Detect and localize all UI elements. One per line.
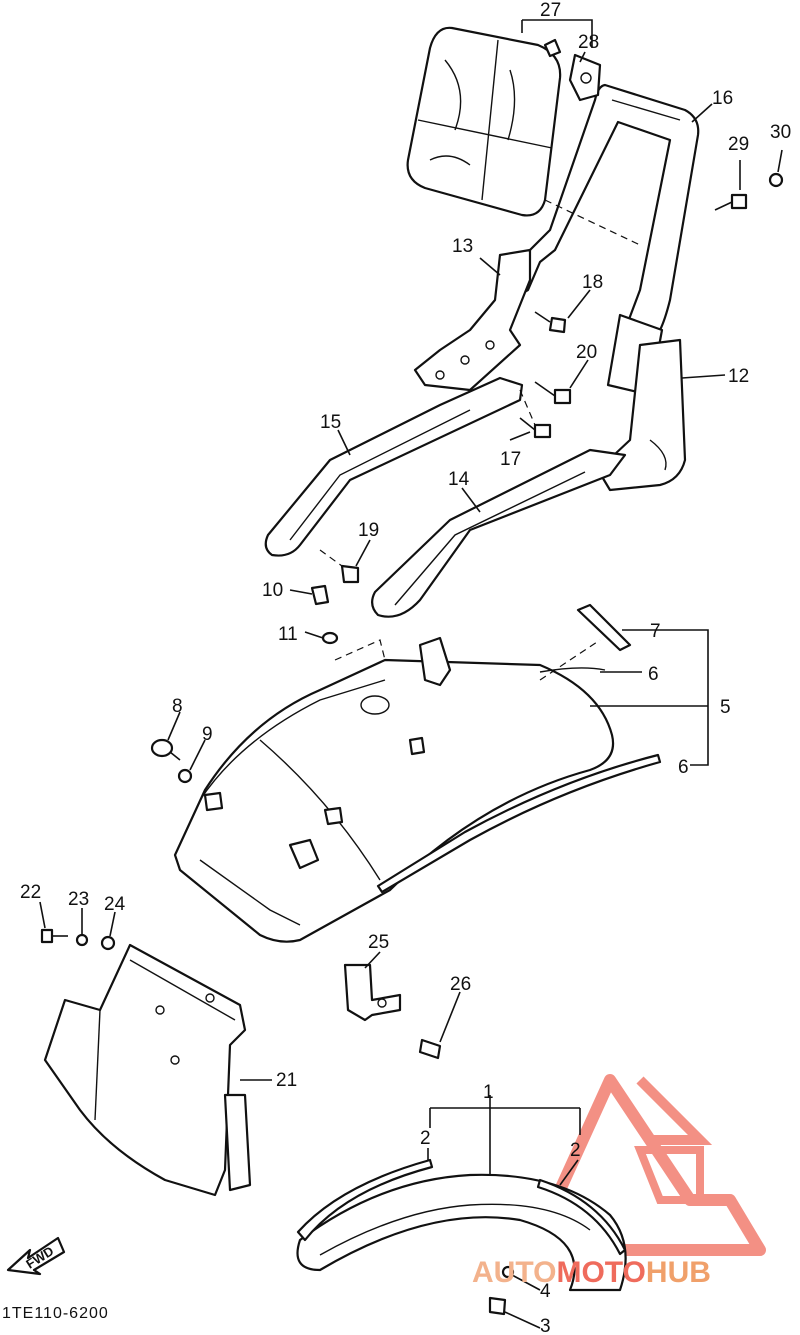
bolt-4 xyxy=(501,1265,515,1279)
callout-15: 15 xyxy=(320,412,341,433)
callout-6b: 6 xyxy=(678,757,689,778)
fender-stay xyxy=(418,636,452,687)
leader-lines xyxy=(39,19,783,1329)
front-fender-trim-right xyxy=(536,1178,627,1256)
bracket-25 xyxy=(343,963,402,1022)
fastener-30 xyxy=(768,172,784,188)
watermark-text: AUTOMOTOHUB xyxy=(472,1256,711,1289)
callout-6a: 6 xyxy=(648,664,659,685)
fastener-10 xyxy=(310,584,330,606)
fastener-23 xyxy=(75,933,89,947)
grab-bar-left xyxy=(264,376,524,557)
backrest-pad xyxy=(406,26,562,217)
callout-10: 10 xyxy=(262,580,283,601)
callout-24: 24 xyxy=(104,894,126,915)
fastener-9 xyxy=(177,768,193,784)
front-fender xyxy=(296,1173,627,1292)
callout-28: 28 xyxy=(578,32,599,53)
callout-2b: 2 xyxy=(570,1140,581,1161)
callout-12: 12 xyxy=(728,366,749,387)
drawing-code: 1TE110-6200 xyxy=(2,1305,109,1322)
callout-14: 14 xyxy=(448,469,470,490)
callout-8: 8 xyxy=(172,696,183,717)
inner-fender xyxy=(43,943,252,1197)
fastener-19 xyxy=(340,564,360,584)
callout-20: 20 xyxy=(576,342,597,363)
bracket-plate xyxy=(568,53,602,102)
grab-bar-right xyxy=(371,448,627,618)
fender-trim-upper xyxy=(539,667,606,673)
callout-30: 30 xyxy=(770,122,791,143)
callout-11: 11 xyxy=(278,624,298,645)
front-fender-trim-left xyxy=(296,1158,434,1242)
callout-25: 25 xyxy=(368,932,389,953)
callout-9: 9 xyxy=(202,724,213,745)
fastener-17 xyxy=(519,417,552,439)
callout-7: 7 xyxy=(650,621,661,642)
callout-17: 17 xyxy=(500,449,521,470)
side-bracket-right xyxy=(596,338,687,492)
fastener-8 xyxy=(150,738,181,761)
rear-fender xyxy=(173,658,615,943)
fastener-20 xyxy=(534,381,572,405)
fastener-22 xyxy=(40,928,68,944)
callout-13: 13 xyxy=(452,236,473,257)
callout-2a: 2 xyxy=(420,1128,431,1149)
callout-4: 4 xyxy=(540,1281,551,1302)
bolt-small xyxy=(543,38,562,58)
bolt-3 xyxy=(488,1296,507,1316)
bolt-26 xyxy=(418,1038,442,1060)
callout-23: 23 xyxy=(68,889,89,910)
callout-21: 21 xyxy=(276,1070,297,1091)
callout-22: 22 xyxy=(20,882,41,903)
fastener-29 xyxy=(714,193,748,211)
callout-29: 29 xyxy=(728,134,749,155)
callout-27: 27 xyxy=(540,0,561,21)
watermark-hub: HUB xyxy=(646,1256,711,1289)
fastener-24 xyxy=(100,935,116,951)
callout-3: 3 xyxy=(540,1316,551,1335)
watermark-auto: AUTO xyxy=(472,1256,556,1289)
callout-5: 5 xyxy=(720,697,731,718)
forward-arrow-icon: FWD xyxy=(6,1236,66,1276)
watermark-moto: MOTO xyxy=(556,1256,645,1289)
fastener-18 xyxy=(534,311,567,334)
fender-emblem xyxy=(576,603,632,652)
callout-18: 18 xyxy=(582,272,603,293)
callout-1: 1 xyxy=(483,1082,494,1103)
callout-16: 16 xyxy=(712,88,733,109)
fastener-11 xyxy=(321,631,339,645)
callout-19: 19 xyxy=(358,520,379,541)
callout-26: 26 xyxy=(450,974,471,995)
fender-edge-trim xyxy=(376,753,662,894)
side-bracket-left xyxy=(413,248,532,392)
